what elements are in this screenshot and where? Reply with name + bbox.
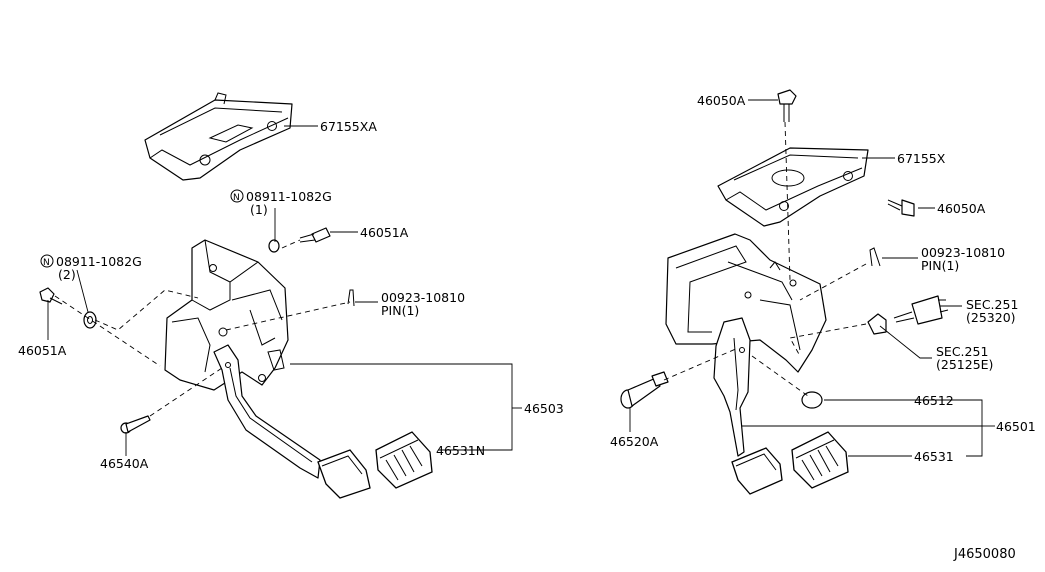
n-mark-upper-letter: N	[233, 193, 240, 203]
label-46051a-left: 46051A	[18, 343, 67, 358]
label-pin-right: PIN(1)	[921, 258, 959, 273]
label-46050a-top: 46050A	[697, 93, 746, 108]
label-46512: 46512	[914, 393, 954, 408]
pin-00923-left	[347, 289, 355, 307]
label-67155xa: 67155XA	[320, 119, 377, 134]
label-46520a: 46520A	[610, 434, 659, 449]
label-sec251-a-sub: (25320)	[966, 310, 1016, 325]
bolt-46050a-right	[887, 199, 915, 217]
bolt-46540a	[120, 415, 151, 434]
pedal-bracket-46501	[665, 233, 827, 373]
clutch-pedal-arm-left	[213, 344, 321, 479]
label-08911-left: 08911-1082G	[56, 254, 142, 269]
bolt-46520a	[620, 371, 669, 409]
nut-08911-left	[83, 311, 97, 329]
label-46540a: 46540A	[100, 456, 149, 471]
label-46050a-right: 46050A	[937, 201, 986, 216]
bolt-46051a-top	[299, 227, 331, 243]
label-46531n: 46531N	[436, 443, 485, 458]
pedal-pad-46531	[791, 431, 849, 489]
switch-sec251-25320	[893, 295, 949, 325]
pedal-pad-right-1	[731, 447, 783, 495]
label-46503: 46503	[524, 401, 564, 416]
bolt-46051a-left	[39, 287, 63, 305]
switch-sec251-25125e	[867, 313, 887, 335]
n-mark-upper	[230, 189, 244, 203]
cover-bracket-67155xa	[144, 92, 293, 181]
cover-bracket-67155x	[717, 147, 869, 227]
pedal-pad-left-1	[317, 449, 371, 499]
label-pin-left: PIN(1)	[381, 303, 419, 318]
label-46051a-top: 46051A	[360, 225, 409, 240]
label-67155x: 67155X	[897, 151, 946, 166]
label-08911-upper: 08911-1082G	[246, 189, 332, 204]
n-mark-left	[40, 254, 54, 268]
label-sec251-b: SEC.251	[936, 344, 988, 359]
nut-08911-upper	[268, 239, 280, 253]
label-sec251-b-sub: (25125E)	[936, 357, 993, 372]
pin-00923-right	[869, 247, 881, 267]
label-08911-left-qty: (2)	[58, 267, 76, 282]
label-46531: 46531	[914, 449, 954, 464]
n-mark-left-letter: N	[43, 258, 50, 268]
pedal-pad-46531n	[375, 431, 433, 489]
stopper-46512	[801, 391, 823, 409]
label-00923-left: 00923-10810	[381, 290, 465, 305]
label-00923-right: 00923-10810	[921, 245, 1005, 260]
bolt-46050a-top	[777, 89, 797, 122]
brake-pedal-arm-right	[713, 317, 751, 457]
label-08911-upper-qty: (1)	[250, 202, 268, 217]
drawing-id: J4650080	[953, 547, 1016, 562]
label-sec251-a: SEC.251	[966, 297, 1018, 312]
pedal-bracket-46503	[164, 239, 289, 391]
label-46501: 46501	[996, 419, 1036, 434]
